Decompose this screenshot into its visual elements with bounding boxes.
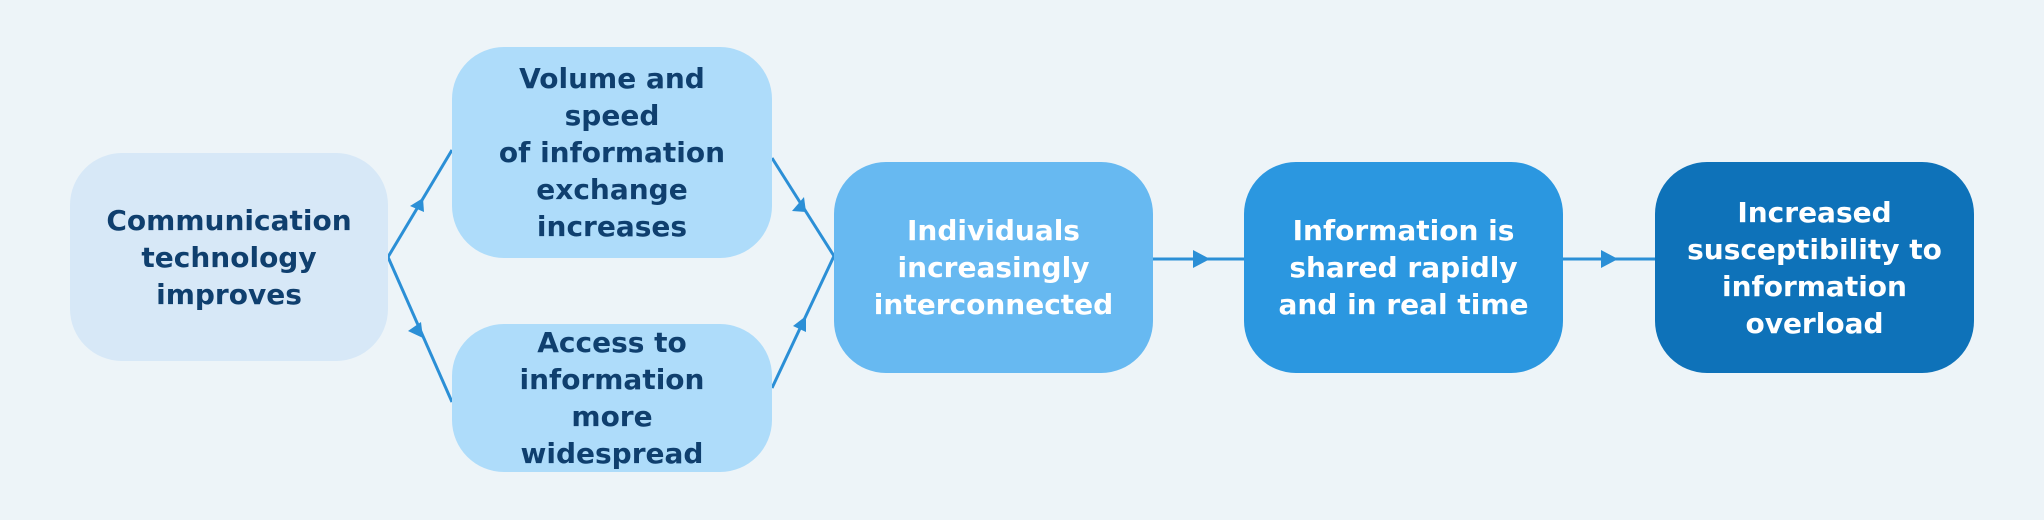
node-volume-speed: Volume and speed of information exchange… <box>452 47 772 258</box>
node-label: Volume and speed of information exchange… <box>498 62 726 243</box>
node-label: Increased susceptibility to information … <box>1687 195 1942 340</box>
arrowhead-n1-n2 <box>410 198 424 212</box>
node-communication-technology: Communication technology improves <box>70 153 388 361</box>
node-information-overload: Increased susceptibility to information … <box>1655 162 1974 373</box>
node-shared-rapidly: Information is shared rapidly and in rea… <box>1244 162 1563 373</box>
node-label: Information is shared rapidly and in rea… <box>1278 214 1529 321</box>
arrowhead-n3-n4 <box>793 316 806 332</box>
node-label: Access to information more widespread <box>519 326 705 470</box>
node-label: Individuals increasingly interconnected <box>873 214 1114 321</box>
arrowhead-n1-n3 <box>408 322 423 338</box>
node-label: Communication technology improves <box>106 203 352 311</box>
node-individuals-interconnected: Individuals increasingly interconnected <box>834 162 1153 373</box>
arrowhead-n4-n5 <box>1193 250 1210 268</box>
arrowhead-n2-n4 <box>792 197 806 212</box>
arrowhead-n5-n6 <box>1601 250 1618 268</box>
node-access-widespread: Access to information more widespread <box>452 324 772 472</box>
